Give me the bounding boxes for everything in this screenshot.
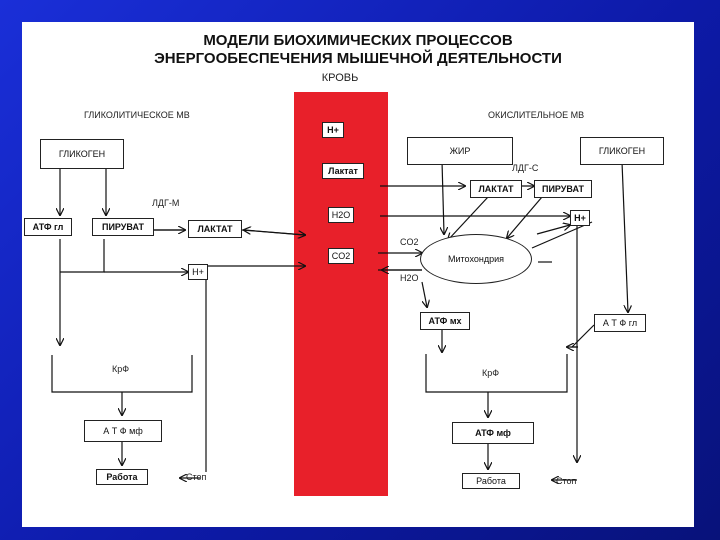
left-pyruvate-box: ПИРУВАТ <box>92 218 154 236</box>
blood-h2o: H2O <box>328 207 354 223</box>
right-glycogen-box: ГЛИКОГЕН <box>580 137 664 165</box>
left-atp-gl-box: АТФ гл <box>24 218 72 236</box>
right-hplus-box: H+ <box>570 210 590 226</box>
left-work-box: Работа <box>96 469 148 485</box>
left-atp-mf-box: А Т Ф мф <box>84 420 162 442</box>
slide: МОДЕЛИ БИОХИМИЧЕСКИХ ПРОЦЕССОВ ЭНЕРГООБЕ… <box>22 22 694 527</box>
right-co2-label: CO2 <box>400 237 419 247</box>
blood-label: КРОВЬ <box>321 72 359 84</box>
mitochondria-ellipse: Митохондрия <box>420 234 532 284</box>
right-atp-gl-box: А Т Ф гл <box>594 314 646 332</box>
blood-hplus: H+ <box>322 122 344 138</box>
left-hplus-box: H+ <box>188 264 208 280</box>
title-line-2: ЭНЕРГООБЕСПЕЧЕНИЯ МЫШЕЧНОЙ ДЕЯТЕЛЬНОСТИ <box>154 50 562 67</box>
right-krf-label: КрФ <box>482 368 500 378</box>
blood-co2: CO2 <box>328 248 354 264</box>
right-pyruvate-box: ПИРУВАТ <box>534 180 592 198</box>
right-heading: ОКИСЛИТЕЛЬНОЕ МВ <box>488 110 585 120</box>
right-fat-box: ЖИР <box>407 137 513 165</box>
blood-column <box>294 92 388 496</box>
title-line-1: МОДЕЛИ БИОХИМИЧЕСКИХ ПРОЦЕССОВ <box>203 32 513 49</box>
left-lactate-box: ЛАКТАТ <box>188 220 242 238</box>
right-atp-mf-box: АТФ мф <box>452 422 534 444</box>
right-ldh-label: ЛДГ-С <box>512 163 539 173</box>
left-ldh-label: ЛДГ-М <box>152 198 180 208</box>
page-title: МОДЕЛИ БИОХИМИЧЕСКИХ ПРОЦЕССОВ ЭНЕРГООБЕ… <box>22 32 694 68</box>
diagram-connectors <box>51 160 694 527</box>
left-stop-label: Стоп <box>186 472 207 482</box>
right-work-box: Работа <box>462 473 520 489</box>
left-heading: ГЛИКОЛИТИЧЕСКОЕ МВ <box>84 110 190 120</box>
right-h2o-label: H2O <box>400 273 419 283</box>
blood-lactate: Лактат <box>322 163 364 179</box>
right-stop-label: Стоп <box>556 476 577 486</box>
right-atp-mx-box: АТФ мх <box>420 312 470 330</box>
left-krf-label: КрФ <box>112 364 130 374</box>
left-glycogen-box: ГЛИКОГЕН <box>40 139 124 169</box>
right-lactate-box: ЛАКТАТ <box>470 180 522 198</box>
